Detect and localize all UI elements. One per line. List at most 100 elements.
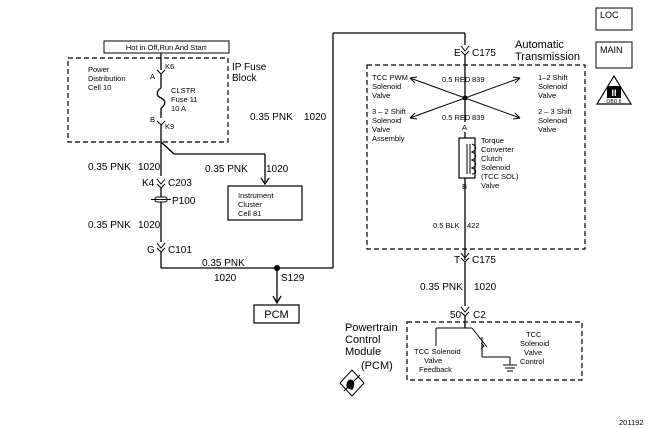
shift12-label-2: Solenoid — [538, 82, 567, 91]
c2-connector — [460, 306, 470, 317]
svg-text:MAIN: MAIN — [600, 45, 623, 55]
pcm-box-label: PCM — [264, 309, 288, 321]
fuse-label-3: 10 A — [171, 104, 186, 113]
c203-connector — [156, 178, 166, 189]
conn-k4: K4 — [142, 178, 155, 189]
svg-text:OBD II: OBD II — [606, 99, 621, 105]
conn-c101: C101 — [168, 245, 192, 256]
splice-839 — [462, 95, 468, 101]
tcc-label-1: Torque — [481, 136, 504, 145]
main-icon: MAIN — [595, 41, 633, 69]
conn-c175-top: C175 — [472, 48, 496, 59]
pdc-label-1: Power — [88, 65, 110, 74]
blk-wire-num: 422 — [467, 221, 480, 230]
fuse-symbol — [156, 87, 166, 109]
cluster-label-2: Cluster — [238, 200, 262, 209]
conn-c203: C203 — [168, 178, 192, 189]
pcm-module-title-2: Control — [345, 334, 380, 346]
shift32-label-3: Valve — [372, 125, 390, 134]
tcc-label-3: Clutch — [481, 154, 502, 163]
hot-label: Hot in Off,Run And Start — [126, 43, 207, 52]
pcm-module-title-3: Module — [345, 346, 381, 358]
tcc-solenoid-coil — [470, 143, 477, 175]
cluster-label-1: Instrument — [238, 191, 274, 200]
esd-warning-icon — [339, 369, 365, 397]
instrument-cluster-box — [227, 185, 303, 221]
red-wire-num-2: 839 — [472, 113, 485, 122]
wire-label-3: 0.35 PNK — [88, 220, 131, 231]
tcc-pin-a: A — [462, 123, 467, 132]
conn-c175-bottom: C175 — [472, 255, 496, 266]
tcc-label-2: Converter — [481, 145, 514, 154]
control-label-1: TCC — [526, 330, 542, 339]
shift32-label-1: 3 – 2 Shift — [372, 107, 407, 116]
shift32-label-2: Solenoid — [372, 116, 401, 125]
wire-label-1: 0.35 PNK — [88, 162, 131, 173]
tcc-label-4: Solenoid — [481, 163, 510, 172]
pdc-label-2: Distribution — [88, 74, 126, 83]
feedback-label-3: Feedback — [419, 365, 452, 374]
shift23-label-3: Valve — [538, 125, 556, 134]
control-label-4: Control — [520, 357, 545, 366]
shift32-label-4: Assembly — [372, 134, 405, 143]
pdc-label-3: Cell 10 — [88, 83, 111, 92]
feedback-label-1: TCC Solenoid — [414, 347, 461, 356]
pin-a-fuse: A — [150, 72, 155, 81]
wire-num-1: 1020 — [138, 162, 161, 173]
pin-b-fuse: B — [150, 115, 155, 124]
wire-num-4: 1020 — [214, 273, 237, 284]
svg-text:II: II — [611, 88, 616, 98]
svg-text:LOC: LOC — [600, 10, 619, 20]
blk-wire-label: 0.5 BLK — [433, 221, 460, 230]
conn-g: G — [147, 245, 155, 256]
conn-t: T — [454, 255, 460, 266]
tcc-pwm-label-1: TCC PWM — [372, 73, 408, 82]
tcc-label-6: Valve — [481, 181, 499, 190]
feedback-label-2: Valve — [424, 356, 442, 365]
tcc-label-5: (TCC SOL) — [481, 172, 519, 181]
trans-title-1: Automatic — [515, 39, 564, 51]
transmission-outline — [366, 64, 586, 250]
hot-label-box — [103, 40, 230, 54]
red-wire-label-2: 0.5 RED — [442, 113, 471, 122]
wire-num-3: 1020 — [138, 220, 161, 231]
shift23-label-1: 2 – 3 Shift — [538, 107, 573, 116]
ip-fuse-block-title-2: Block — [232, 73, 257, 84]
tcc-pwm-label-3: Valve — [372, 91, 390, 100]
loc-icon: LOC — [595, 7, 633, 31]
obd-ii-icon: II OBD II — [595, 74, 633, 105]
pcm-module-title-4: (PCM) — [361, 360, 393, 372]
red-wire-num-1: 839 — [472, 75, 485, 84]
conn-e: E — [454, 48, 461, 59]
pin-k9: K9 — [165, 122, 174, 131]
red-wire-label-1: 0.5 RED — [442, 75, 471, 84]
c175-top-connector — [460, 45, 470, 56]
figure-number: 201192 — [619, 418, 643, 427]
cluster-label-3: Cell 81 — [238, 209, 261, 218]
ip-fuse-block-outline — [67, 57, 229, 143]
fuse-label-2: Fuse 11 — [171, 95, 198, 104]
tcc-pwm-label-2: Solenoid — [372, 82, 401, 91]
wire-label-5: 0.35 PNK — [250, 112, 293, 123]
wire-num-cluster: 1020 — [266, 164, 289, 175]
trans-title-2: Transmission — [515, 51, 580, 63]
pcm-box — [253, 304, 300, 324]
conn-s129: S129 — [281, 273, 305, 284]
ip-fuse-block-title-1: IP Fuse — [232, 62, 267, 73]
shift12-label-3: Valve — [538, 91, 556, 100]
shift23-label-2: Solenoid — [538, 116, 567, 125]
wire-num-5: 1020 — [304, 112, 327, 123]
wire-label-cluster: 0.35 PNK — [205, 164, 248, 175]
conn-c2: C2 — [473, 310, 486, 321]
pcm-module-title-1: Powertrain — [345, 322, 398, 334]
control-label-2: Solenoid — [520, 339, 549, 348]
shift12-label-1: 1–2 Shift — [538, 73, 569, 82]
pin-k6: K6 — [165, 62, 174, 71]
conn-p100: P100 — [172, 196, 196, 207]
wire-label-6: 0.35 PNK — [420, 282, 463, 293]
pin-50: 50 — [450, 310, 462, 321]
wire-num-6: 1020 — [474, 282, 497, 293]
control-label-3: Valve — [524, 348, 542, 357]
fuse-label-1: CLSTR — [171, 86, 196, 95]
